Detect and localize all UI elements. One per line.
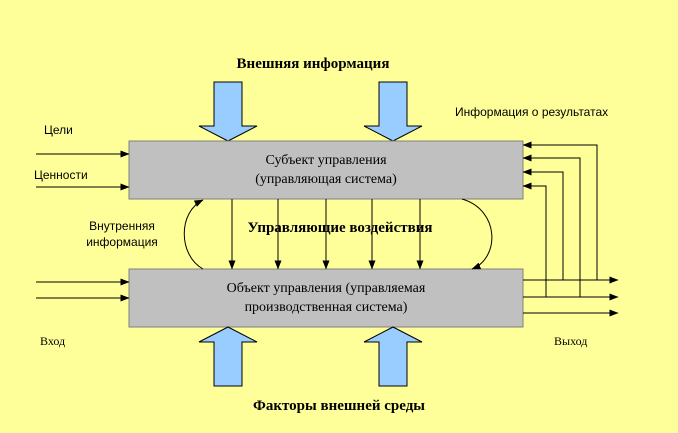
object-box-line1: Объект управления (управляемая <box>227 281 426 296</box>
values-label: Ценности <box>34 168 88 182</box>
external-info-arrow-right <box>363 81 423 142</box>
subject-box-line1: Субъект управления <box>265 153 387 168</box>
feedback-loop-1 <box>522 141 598 280</box>
results-info-label: Информация о результатах <box>455 105 608 119</box>
input-label: Вход <box>40 334 65 348</box>
object-box <box>128 268 524 328</box>
internal-info-label-2: информация <box>86 235 158 249</box>
control-right-arc <box>461 198 493 270</box>
external-factors-title: Факторы внешней среды <box>253 398 425 414</box>
object-box-line2: производственная система) <box>245 300 408 315</box>
external-info-arrow-left <box>198 81 258 142</box>
feedback-loop-3 <box>522 168 564 280</box>
goals-label: Цели <box>44 123 73 137</box>
feedback-loop-4 <box>522 182 547 297</box>
subject-box <box>128 140 524 200</box>
external-factors-arrow-left <box>198 326 258 387</box>
internal-info-label-1: Внутренняя <box>89 219 155 233</box>
control-actions-label: Управляющие воздействия <box>248 220 433 236</box>
feedback-loop-2 <box>522 154 581 297</box>
external-factors-arrow-right <box>363 326 423 387</box>
subject-box-line2: (управляющая система) <box>255 172 397 187</box>
output-label: Выход <box>554 334 587 348</box>
internal-info-feedback-arc <box>183 199 204 270</box>
external-info-title: Внешняя информация <box>237 56 390 72</box>
